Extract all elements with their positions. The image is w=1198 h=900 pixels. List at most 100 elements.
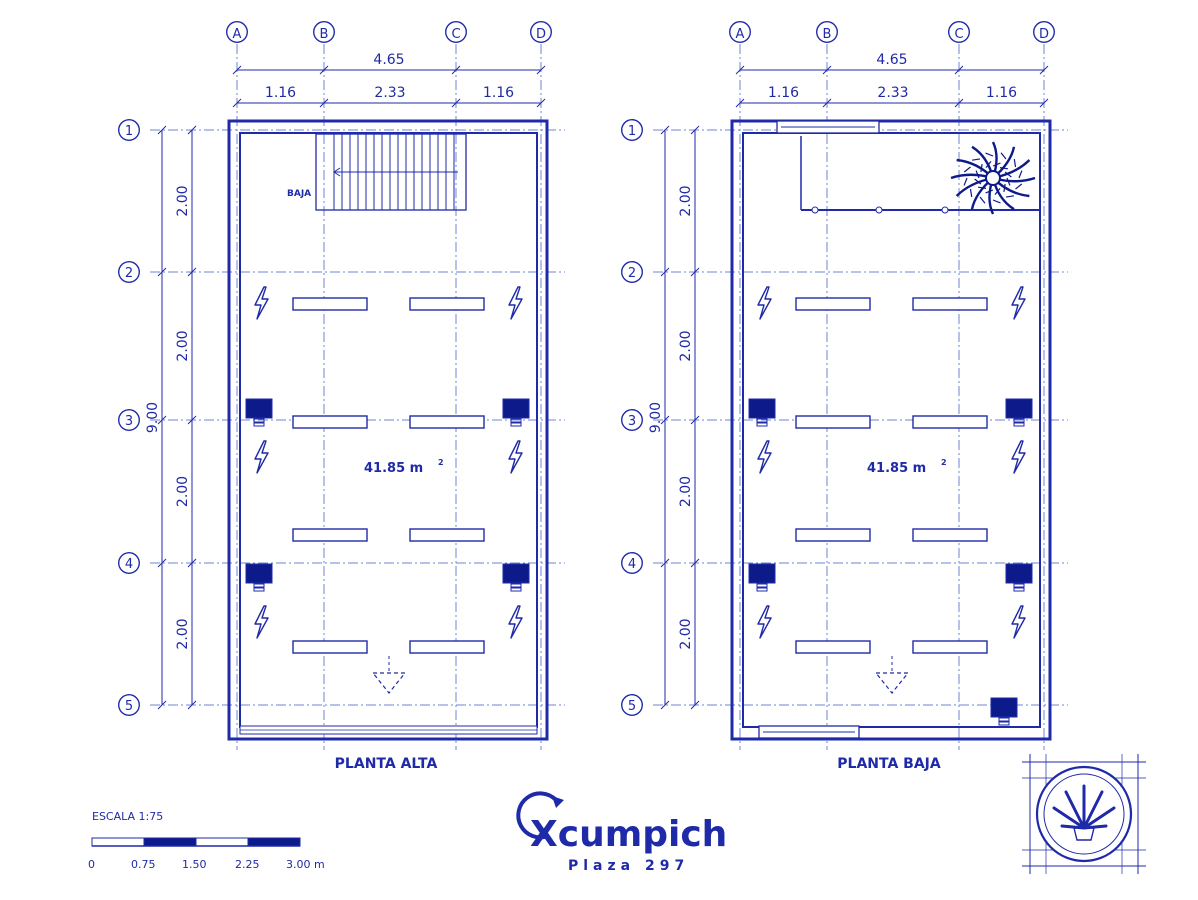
dimension-tick bbox=[660, 558, 670, 568]
grid-column-label: B bbox=[320, 27, 329, 42]
air-conditioner-icon bbox=[990, 697, 1018, 726]
dimension-tick bbox=[187, 267, 197, 277]
plan-title: PLANTA BAJA bbox=[837, 756, 941, 772]
dimension-tick bbox=[822, 98, 832, 108]
dimension-tick bbox=[157, 267, 167, 277]
dimension-row-spacing: 2.00 bbox=[175, 476, 191, 507]
grid-column-label: D bbox=[536, 27, 546, 42]
scale-tick: 1.50 bbox=[182, 858, 207, 871]
dimension-total-height: 9.00 bbox=[145, 402, 161, 433]
dimension-row-spacing: 2.00 bbox=[175, 185, 191, 216]
dimension-segment-width: 2.33 bbox=[877, 85, 908, 101]
dimension-row-spacing: 2.00 bbox=[678, 330, 694, 361]
dimension-tick bbox=[660, 700, 670, 710]
palm-leaflet bbox=[1006, 170, 1023, 186]
electric-outlet-icon bbox=[254, 286, 269, 320]
grid-column-label: C bbox=[451, 27, 460, 42]
air-conditioner-icon bbox=[748, 563, 776, 592]
grid-row-label: 4 bbox=[125, 557, 133, 572]
fluorescent-light-icon bbox=[795, 415, 871, 429]
dimension-tick bbox=[690, 267, 700, 277]
interior-wall bbox=[239, 132, 538, 728]
dimension-tick bbox=[536, 65, 546, 75]
palm-leaflet bbox=[985, 189, 1001, 204]
dimension-tick bbox=[536, 98, 546, 108]
air-conditioner-icon bbox=[502, 563, 530, 592]
dimension-tick bbox=[1039, 98, 1049, 108]
palm-trunk bbox=[985, 170, 1001, 186]
agave-emblem-icon bbox=[1022, 754, 1146, 874]
scale-tick: 0 bbox=[88, 858, 95, 871]
dimension-tick bbox=[690, 700, 700, 710]
fluorescent-light-icon bbox=[912, 640, 988, 654]
electric-outlet-icon bbox=[508, 605, 523, 639]
railing-node bbox=[941, 206, 949, 214]
electric-outlet-icon bbox=[1011, 440, 1026, 474]
palm-tree-icon bbox=[950, 141, 1036, 215]
grid-column-label: C bbox=[954, 27, 963, 42]
dimension-tick bbox=[735, 98, 745, 108]
dimension-row-spacing: 2.00 bbox=[175, 330, 191, 361]
palm-leaflet bbox=[994, 188, 1015, 198]
palm-leaflet bbox=[978, 186, 987, 204]
dimension-row-spacing: 2.00 bbox=[678, 185, 694, 216]
palm-leaflet bbox=[963, 170, 980, 186]
dimension-tick bbox=[660, 267, 670, 277]
dimension-segment-width: 2.33 bbox=[374, 85, 405, 101]
area-label: 41.85 m bbox=[364, 461, 423, 476]
dimension-tick bbox=[232, 65, 242, 75]
fluorescent-light-icon bbox=[912, 297, 988, 311]
grid-row-label: 3 bbox=[125, 414, 133, 429]
fluorescent-light-icon bbox=[912, 528, 988, 542]
electric-outlet-icon bbox=[757, 440, 772, 474]
interior-wall bbox=[742, 132, 1041, 728]
exterior-wall bbox=[730, 119, 1052, 741]
air-conditioner-icon bbox=[245, 563, 273, 592]
railing-node bbox=[875, 206, 883, 214]
grid-row-label: 2 bbox=[125, 266, 133, 281]
railing-node bbox=[811, 206, 819, 214]
brand-name: Xcumpich bbox=[530, 814, 727, 855]
dimension-tick bbox=[660, 415, 670, 425]
dimension-segment-width: 1.16 bbox=[483, 85, 514, 101]
air-conditioner-icon bbox=[1005, 398, 1033, 427]
brand-logo: Xcumpich Plaza 297 bbox=[516, 791, 727, 874]
palm-leaflet bbox=[1004, 159, 1017, 178]
area-superscript: 2 bbox=[438, 458, 444, 467]
dimension-tick bbox=[187, 700, 197, 710]
electric-outlet-icon bbox=[1011, 286, 1026, 320]
palm-leaflet bbox=[1003, 183, 1023, 192]
grid-column-label: B bbox=[823, 27, 832, 42]
fluorescent-light-icon bbox=[409, 528, 485, 542]
palm-leaflet bbox=[985, 152, 1001, 167]
staircase: BAJA bbox=[287, 133, 467, 211]
dimension-tick bbox=[690, 125, 700, 135]
dimension-tick bbox=[660, 125, 670, 135]
scale-tick: 0.75 bbox=[131, 858, 156, 871]
dimension-tick bbox=[157, 558, 167, 568]
fluorescent-light-icon bbox=[409, 415, 485, 429]
stair-label: BAJA bbox=[287, 189, 311, 199]
grid-row-label: 4 bbox=[628, 557, 636, 572]
grid-row-label: 3 bbox=[628, 414, 636, 429]
dimension-tick bbox=[319, 98, 329, 108]
area-label: 41.85 m bbox=[867, 461, 926, 476]
grid-row-label: 1 bbox=[125, 124, 133, 139]
exterior-wall bbox=[227, 119, 549, 741]
electric-outlet-icon bbox=[254, 440, 269, 474]
dimension-row-spacing: 2.00 bbox=[678, 476, 694, 507]
fluorescent-light-icon bbox=[409, 297, 485, 311]
area-superscript: 2 bbox=[941, 458, 947, 467]
electric-outlet-icon bbox=[508, 286, 523, 320]
brand-subtitle: Plaza 297 bbox=[568, 858, 689, 874]
grid-row-label: 5 bbox=[125, 699, 133, 714]
palm-leaflet bbox=[972, 158, 992, 168]
dimension-tick bbox=[157, 125, 167, 135]
fluorescent-light-icon bbox=[795, 640, 871, 654]
air-conditioner-icon bbox=[748, 398, 776, 427]
dimension-tick bbox=[822, 65, 832, 75]
dimension-tick bbox=[157, 700, 167, 710]
electric-outlet-icon bbox=[508, 440, 523, 474]
